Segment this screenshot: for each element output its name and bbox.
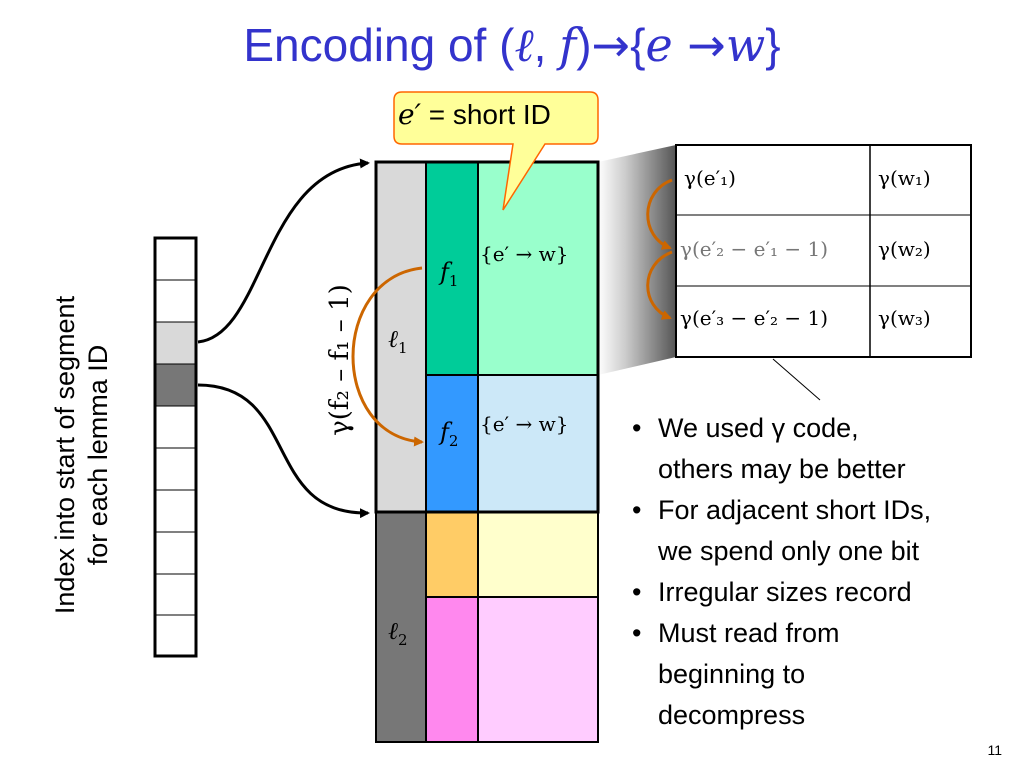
title-comma: , — [533, 19, 560, 71]
bullet-item: Must read from beginning to decompress — [632, 613, 931, 736]
bullet-line: we spend only one bit — [658, 536, 920, 566]
l1-segment-border — [374, 160, 600, 514]
title-ell: ℓ — [514, 18, 534, 72]
gap-arc-arrow — [351, 266, 424, 447]
index-label-line1: Index into start of segment — [50, 295, 80, 615]
l2-label: ℓ2 — [388, 617, 408, 649]
f2-block — [425, 374, 479, 513]
zoom-table-grid — [675, 144, 972, 358]
bullet-item: For adjacent short IDs, we spend only on… — [632, 490, 931, 572]
table-cell-e3-gap: γ(e′₃ − e′₂ − 1) — [680, 306, 829, 330]
title-arrow-2: → — [672, 18, 726, 72]
title-close: ) — [576, 19, 592, 71]
f2-subscript: 2 — [448, 431, 459, 450]
callout-symbol: e′ — [398, 98, 421, 131]
segment-blocks — [374, 160, 600, 743]
f2-label: f2 — [440, 418, 458, 450]
table-arc-arrow-2 — [646, 250, 673, 320]
l2-block — [375, 511, 427, 743]
f2-symbol: f — [440, 418, 449, 446]
zoom-table-border — [675, 144, 972, 358]
index-label-line2: for each lemma ID — [83, 344, 113, 566]
gamma-gap-text: γ(f₂ – f₁ – 1) — [325, 284, 355, 436]
title-brace-close: } — [765, 19, 781, 71]
callout-bubble — [393, 91, 599, 211]
bullet-line: Irregular sizes record — [658, 577, 912, 607]
title-f: f — [559, 18, 577, 72]
f1-subscript: 1 — [448, 271, 459, 290]
bullet-line: beginning to — [658, 659, 806, 689]
index-cell — [154, 447, 197, 491]
page-number: 11 — [987, 742, 1002, 758]
l2-subscript: 2 — [398, 630, 408, 649]
bullet-list: We used γ code, others may be better For… — [632, 408, 931, 736]
index-array — [153, 236, 198, 658]
l1-subscript: 1 — [398, 338, 408, 357]
index-array-border — [153, 236, 198, 658]
title-arrow: → — [591, 18, 631, 72]
bullet-item: Irregular sizes record — [632, 572, 931, 613]
bullet-line: For adjacent short IDs, — [658, 495, 932, 525]
l2-map-block-large — [477, 596, 599, 743]
bullet-line: Must read from — [658, 618, 840, 648]
l2-symbol: ℓ — [388, 617, 398, 645]
title-e: e — [645, 18, 673, 72]
zoom-shade — [598, 145, 676, 375]
title-brace-open: { — [630, 19, 646, 71]
title-text: Encoding of ( — [243, 19, 515, 71]
table-cell-e2-gap: γ(e′₂ − e′₁ − 1) — [680, 237, 829, 261]
f1-block — [425, 161, 479, 376]
index-cell — [154, 237, 197, 281]
l1-symbol: ℓ — [388, 325, 398, 353]
index-cell — [154, 614, 197, 657]
l2-f-block-small — [425, 511, 479, 598]
f2-mapping-label: {e′ → w} — [480, 412, 569, 436]
f1-label: f1 — [440, 258, 458, 290]
l1-label: ℓ1 — [388, 325, 408, 357]
f1-symbol: f — [440, 258, 449, 286]
title-w: w — [725, 18, 766, 72]
index-cell — [154, 573, 197, 616]
table-cell-w2: γ(w₂) — [878, 237, 931, 261]
index-cell — [154, 405, 197, 449]
bullet-line: others may be better — [658, 454, 906, 484]
index-cell — [154, 279, 197, 323]
table-cell-e1: γ(e′₁) — [684, 166, 736, 190]
l2-map-block-small — [477, 511, 599, 598]
bullet-line: We used γ code, — [658, 413, 859, 443]
table-cell-w3: γ(w₃) — [878, 306, 931, 330]
callout-text: = short ID — [420, 99, 551, 130]
table-arc-arrow-1 — [646, 178, 673, 250]
l2-f-block-large — [425, 596, 479, 743]
pointer-arrow-l1 — [197, 158, 370, 344]
callout-label: e′ = short ID — [398, 98, 551, 131]
f1-map-block — [477, 161, 599, 376]
bullet-item: We used γ code, others may be better — [632, 408, 931, 490]
f2-map-block — [477, 374, 599, 513]
f1-mapping-label: {e′ → w} — [480, 242, 569, 266]
index-cell-l1 — [154, 321, 197, 365]
slide-title: Encoding of (ℓ, f)→{e →w} — [0, 18, 1024, 72]
bullet-line: decompress — [658, 700, 806, 730]
index-cell-l2 — [154, 363, 197, 407]
pointer-arrow-l2 — [197, 383, 370, 519]
table-pointer-line — [772, 358, 821, 401]
table-cell-w1: γ(w₁) — [878, 166, 931, 190]
index-cell — [154, 531, 197, 575]
index-cell — [154, 489, 197, 533]
